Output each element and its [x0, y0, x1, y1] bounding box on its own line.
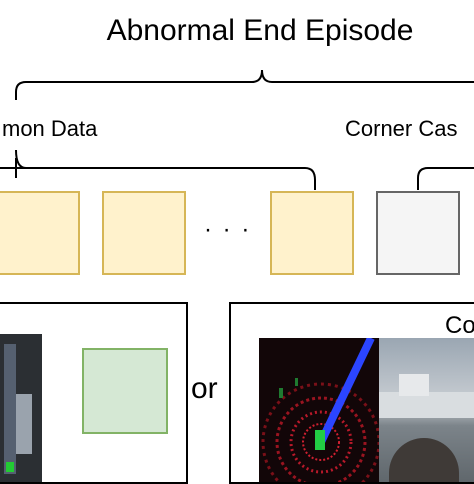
common-step-box-1 — [0, 191, 80, 275]
ellipsis: · · · — [204, 216, 252, 243]
or-label: or — [191, 372, 218, 405]
corner-case-step-box — [376, 191, 460, 275]
lidar-scan-svg — [261, 338, 379, 482]
common-brace-center — [0, 158, 26, 178]
right-example-panel: Co — [229, 302, 474, 484]
right-panel-label: Co — [445, 312, 474, 339]
vehicle-thumbnail — [0, 334, 42, 482]
top-brace — [15, 69, 474, 100]
common-data-brace — [15, 149, 316, 190]
braces-svg — [0, 69, 474, 190]
left-example-panel — [0, 302, 188, 484]
green-example-box — [82, 348, 168, 434]
corner-case-label: Corner Cas — [345, 116, 458, 141]
camera-image — [379, 338, 474, 482]
common-step-box-last — [270, 191, 354, 275]
lidar-image — [259, 338, 379, 482]
common-step-box-2 — [102, 191, 186, 275]
common-data-label: mon Data — [2, 116, 98, 141]
corner-case-brace — [417, 167, 474, 190]
diagram-title: Abnormal End Episode — [106, 14, 414, 47]
